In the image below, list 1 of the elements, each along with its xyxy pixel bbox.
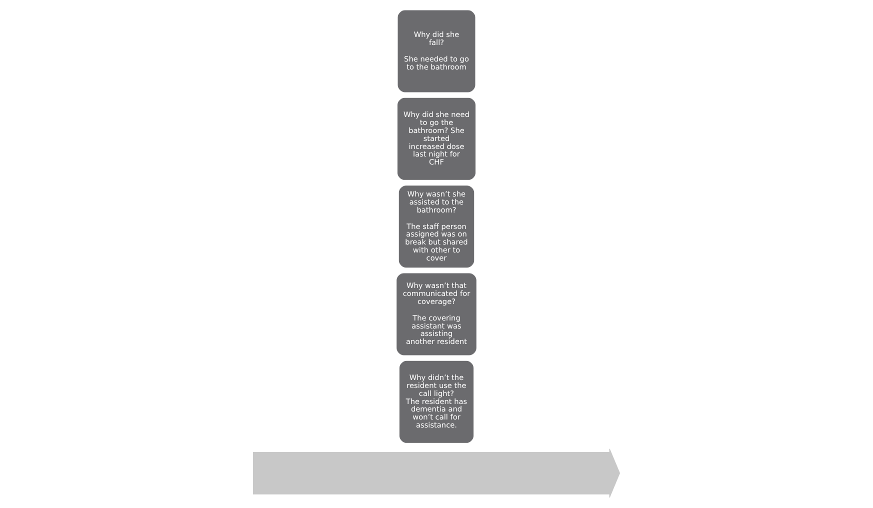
node-arrow (252, 448, 620, 498)
